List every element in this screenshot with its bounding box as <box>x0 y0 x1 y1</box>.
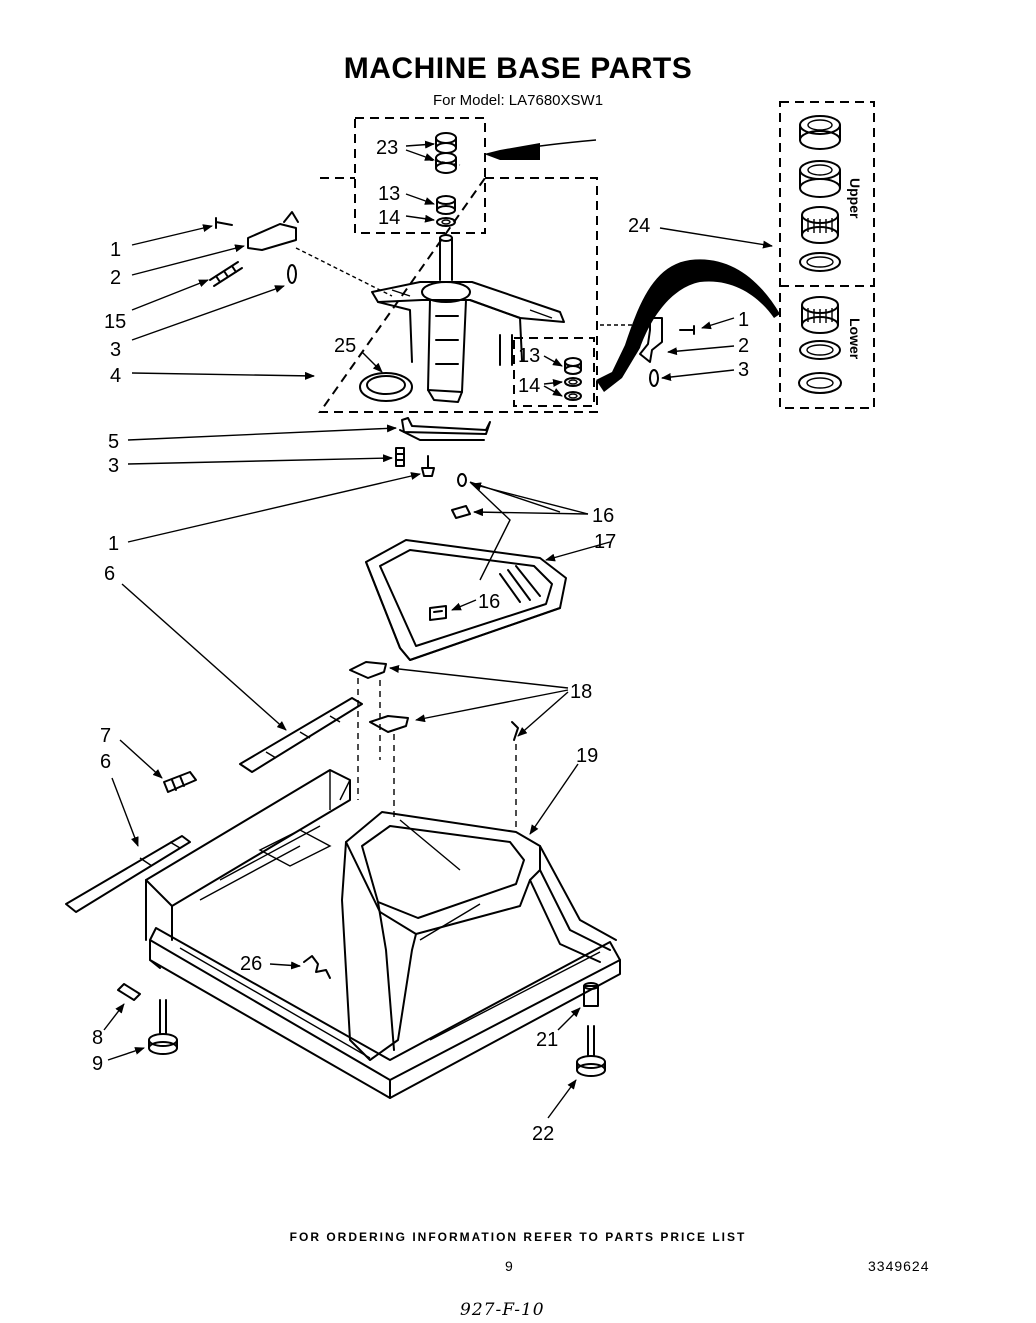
page-number: 9 <box>505 1258 513 1274</box>
callout-13-top: 13 <box>378 183 400 205</box>
callout-23: 23 <box>376 137 398 159</box>
part-22-leveling-leg <box>576 1025 606 1077</box>
lower-insert-arrow <box>596 259 780 392</box>
part-4-transmission-assembly <box>371 234 565 403</box>
part-17-mount-frame <box>365 481 567 661</box>
callout-15: 15 <box>104 311 126 333</box>
callout-3-right: 3 <box>738 359 749 381</box>
callout-21: 21 <box>536 1029 558 1051</box>
lower-label: Lower <box>847 318 863 360</box>
callout-26: 26 <box>240 953 262 975</box>
part-9-leveling-leg <box>148 999 178 1055</box>
part-3-spring <box>395 447 405 467</box>
callout-6-lower: 6 <box>100 751 111 773</box>
upper-bearing-stack <box>799 115 841 272</box>
part-21-nut <box>583 982 599 1007</box>
document-number: 3349624 <box>868 1258 930 1274</box>
callout-25: 25 <box>334 335 356 357</box>
upper-label: Upper <box>847 178 863 219</box>
callout-1-lower: 1 <box>108 533 119 555</box>
top-bearing-box <box>354 117 486 234</box>
callout-17: 17 <box>594 531 616 553</box>
part-13-bushing-lower <box>564 357 582 375</box>
callout-24: 24 <box>628 215 650 237</box>
leader-lines <box>103 140 773 1119</box>
callout-9: 9 <box>92 1053 103 1075</box>
callout-2: 2 <box>110 267 121 289</box>
callout-8: 8 <box>92 1027 103 1049</box>
page-title: MACHINE BASE PARTS <box>343 52 693 85</box>
callout-16-lower: 16 <box>478 591 500 613</box>
part-14-washer-top <box>436 217 456 227</box>
part-14-washers-lower <box>564 377 582 401</box>
part-8-leg-cap <box>117 983 141 1001</box>
callout-4: 4 <box>110 365 121 387</box>
part-23-bearings <box>435 132 457 174</box>
bearing-kit-panel <box>779 101 875 409</box>
callout-22: 22 <box>532 1123 554 1145</box>
callout-numbers: 1 2 15 3 4 25 23 13 14 24 1 2 3 13 14 5 … <box>92 137 749 1145</box>
callout-18: 18 <box>570 681 592 703</box>
transmission-assembly-box <box>318 177 598 413</box>
callout-3: 3 <box>110 339 121 361</box>
callout-3-lower: 3 <box>108 455 119 477</box>
callout-19: 19 <box>576 745 598 767</box>
callout-13-lower: 13 <box>518 345 540 367</box>
part-19-cabinet-base <box>145 769 621 1099</box>
part-5-bracket <box>399 417 491 441</box>
lower-bearing-stack <box>798 296 842 394</box>
right-bracket-hardware <box>600 317 695 387</box>
callout-5: 5 <box>108 431 119 453</box>
lower-bearing-box <box>513 337 595 407</box>
callout-14-top: 14 <box>378 207 400 229</box>
callout-1: 1 <box>110 239 121 261</box>
part-18-mount-plates <box>349 661 519 830</box>
part-26-clip-wire <box>303 955 331 979</box>
part-16-clips <box>429 473 471 621</box>
callout-7: 7 <box>100 725 111 747</box>
part-13-bushing-top <box>436 195 456 215</box>
ordering-note: FOR ORDERING INFORMATION REFER TO PARTS … <box>289 1230 747 1244</box>
callout-6-upper: 6 <box>104 563 115 585</box>
part-6-brace-lower <box>65 835 191 913</box>
model-subtitle: For Model: LA7680XSW1 <box>432 92 604 109</box>
part-1-bolt <box>421 455 435 477</box>
callout-14-lower: 14 <box>518 375 540 397</box>
handwritten-note: 927-F-10 <box>460 1300 545 1320</box>
left-bracket-hardware <box>209 211 393 297</box>
part-7-spring <box>163 771 197 793</box>
part-25-seal-ring <box>359 372 413 402</box>
callout-1-right: 1 <box>738 309 749 331</box>
callout-2-right: 2 <box>738 335 749 357</box>
callout-16-upper: 16 <box>592 505 614 527</box>
part-6-brace-upper <box>239 697 363 773</box>
